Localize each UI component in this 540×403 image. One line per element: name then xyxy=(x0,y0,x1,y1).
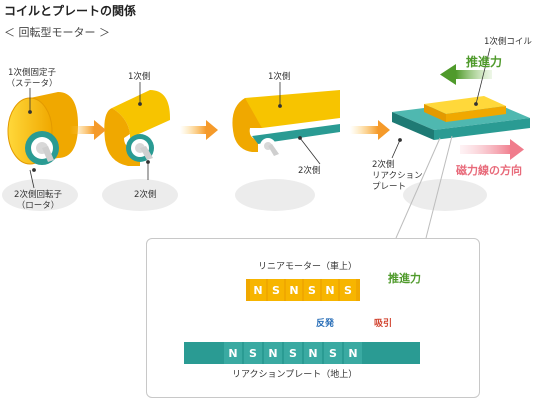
rotor-label-line1: 2次側回転子 xyxy=(14,190,62,200)
progress-arrow-3 xyxy=(350,120,390,140)
magnet-pole-n: N xyxy=(264,342,282,364)
magnet-pole-n: N xyxy=(250,279,266,301)
plate-label-line2: リアクション xyxy=(372,171,423,181)
stage1-stator xyxy=(7,92,78,165)
shadow-1 xyxy=(2,179,78,211)
stage2-secondary-label: 2次側 xyxy=(134,190,157,200)
magnet-pole-s: S xyxy=(244,342,262,364)
stage3-secondary-label: 2次側 xyxy=(298,166,321,176)
stator-label: 1次側固定子 （ステータ） xyxy=(2,68,62,90)
progress-arrow-2 xyxy=(180,120,218,140)
magnet-pole-n: N xyxy=(304,342,322,364)
stage3-flattening xyxy=(232,90,340,156)
coil-label: 1次側コイル xyxy=(484,37,532,47)
zoom-lines xyxy=(395,135,453,239)
magnet-pole-s: S xyxy=(268,279,284,301)
shadow-2 xyxy=(102,179,178,211)
stage2-primary-label: 1次側 xyxy=(128,72,151,82)
plate-label-line3: プレート xyxy=(372,182,407,192)
magnet-pole-n: N xyxy=(322,279,338,301)
progress-arrow-1 xyxy=(70,120,106,140)
magnet-pole-n: N xyxy=(344,342,362,364)
page-title: コイルとプレートの関係 xyxy=(4,4,137,18)
rotor-label: 2次側回転子 （ロータ） xyxy=(6,190,70,212)
stator-label-line2: （ステータ） xyxy=(6,79,58,89)
inset-bottom-caption: リアクションプレート（地上） xyxy=(232,370,358,380)
thrust-arrow xyxy=(440,64,492,85)
flux-direction-arrow xyxy=(460,139,524,160)
magnet-pole-s: S xyxy=(304,279,320,301)
magnet-pole-n: N xyxy=(286,279,302,301)
stage3-primary-label: 1次側 xyxy=(268,72,291,82)
repel-label: 反発 xyxy=(316,319,335,329)
linear-motor-inset xyxy=(146,238,480,398)
magnet-pole-n: N xyxy=(224,342,242,364)
shadow-3 xyxy=(235,179,315,211)
plate-label: 2次側 リアクション プレート xyxy=(372,160,423,193)
stage2-opened xyxy=(104,90,170,166)
shadow-4 xyxy=(403,179,487,211)
flux-direction-label: 磁力線の方向 xyxy=(456,164,522,177)
magnet-pole-s: S xyxy=(284,342,302,364)
plate-label-line1: 2次側 xyxy=(372,160,395,170)
thrust-label: 推進力 xyxy=(466,55,503,69)
leader-lines xyxy=(28,47,491,189)
attract-label: 吸引 xyxy=(374,319,393,329)
stage4-linear xyxy=(392,96,530,140)
stator-label-line1: 1次側固定子 xyxy=(8,68,56,78)
inset-thrust-label: 推進力 xyxy=(388,272,421,285)
page-subtitle: ＜ 回転型モーター ＞ xyxy=(4,26,110,39)
inset-top-caption: リニアモーター（車上） xyxy=(258,262,358,272)
magnet-pole-s: S xyxy=(340,279,356,301)
rotor-label-line2: （ロータ） xyxy=(16,201,60,211)
magnet-pole-s: S xyxy=(324,342,342,364)
